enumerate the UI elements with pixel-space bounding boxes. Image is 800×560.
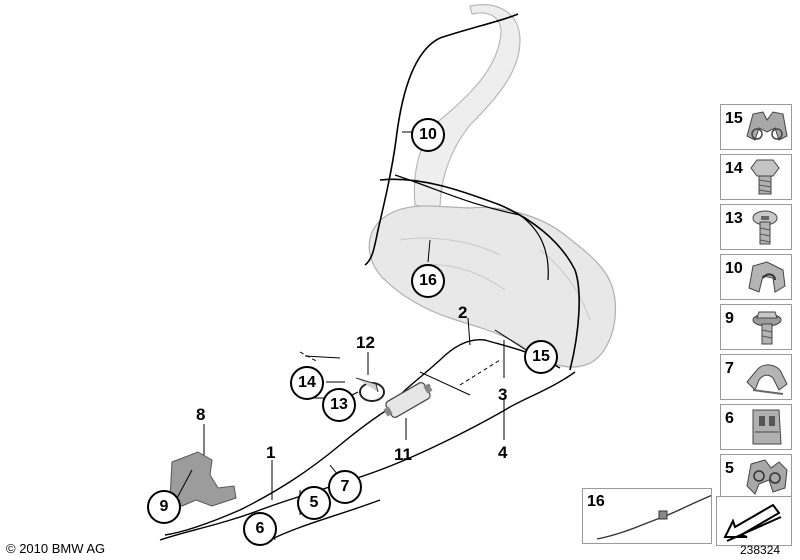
fuel-line-detail	[596, 494, 711, 540]
callout-1: 1	[266, 443, 276, 462]
callout-7: 7	[328, 470, 362, 504]
part-number: 6	[725, 410, 734, 427]
part-card-15[interactable]: 15	[720, 104, 792, 150]
part-card-9[interactable]: 9	[720, 304, 792, 350]
filter-clamp	[355, 377, 385, 402]
fuel-line-10	[364, 13, 580, 371]
part-number: 14	[725, 160, 743, 177]
callout-16: 16	[411, 264, 445, 298]
direction-arrow-icon	[723, 503, 782, 542]
pipe-clamp-icon	[746, 364, 788, 395]
filler-neck	[413, 4, 521, 211]
callout-12: 12	[356, 333, 375, 352]
part-number: 5	[725, 460, 734, 477]
callout-14: 14	[290, 366, 324, 400]
callout-8: 8	[196, 405, 206, 424]
part-number: 10	[725, 260, 743, 277]
callout-15: 15	[524, 340, 558, 374]
fuel-filter	[383, 382, 433, 418]
callout-5: 5	[297, 486, 331, 520]
callout-4: 4	[498, 443, 508, 462]
inset-detail-16[interactable]: 16	[582, 488, 712, 544]
part-card-7[interactable]: 7	[720, 354, 792, 400]
copyright-text: © 2010 BMW AG	[6, 541, 106, 556]
part-number: 13	[725, 210, 743, 227]
hex-bolt-icon	[750, 159, 780, 195]
callout-2: 2	[458, 303, 468, 322]
pipe-clip-icon	[748, 261, 786, 293]
part-card-6[interactable]: 6	[720, 404, 792, 450]
holder-clip-icon	[752, 409, 782, 445]
part-card-14[interactable]: 14	[720, 154, 792, 200]
part-card-5[interactable]: 5	[720, 454, 792, 500]
callout-3: 3	[498, 385, 508, 404]
part-number: 9	[725, 310, 734, 327]
callout-9: 9	[147, 490, 181, 524]
part-card-13[interactable]: 13	[720, 204, 792, 250]
callout-13: 13	[322, 388, 356, 422]
callout-6: 6	[243, 512, 277, 546]
reference-number: 238324	[740, 543, 781, 557]
torx-screw-icon	[752, 210, 778, 245]
double-clip-icon	[746, 111, 788, 141]
callout-10: 10	[411, 118, 445, 152]
arrow-symbol-box	[716, 496, 792, 546]
flange-bolt-icon	[752, 311, 782, 345]
fuel-line-4	[159, 371, 576, 541]
part-number: 15	[725, 110, 743, 127]
fuel-line-2	[399, 338, 561, 396]
bracket-8	[169, 451, 237, 507]
multi-clip-icon	[746, 459, 788, 495]
part-number: 7	[725, 360, 734, 377]
inset-number: 16	[587, 493, 605, 510]
callout-11: 11	[394, 445, 412, 464]
part-card-10[interactable]: 10	[720, 254, 792, 300]
